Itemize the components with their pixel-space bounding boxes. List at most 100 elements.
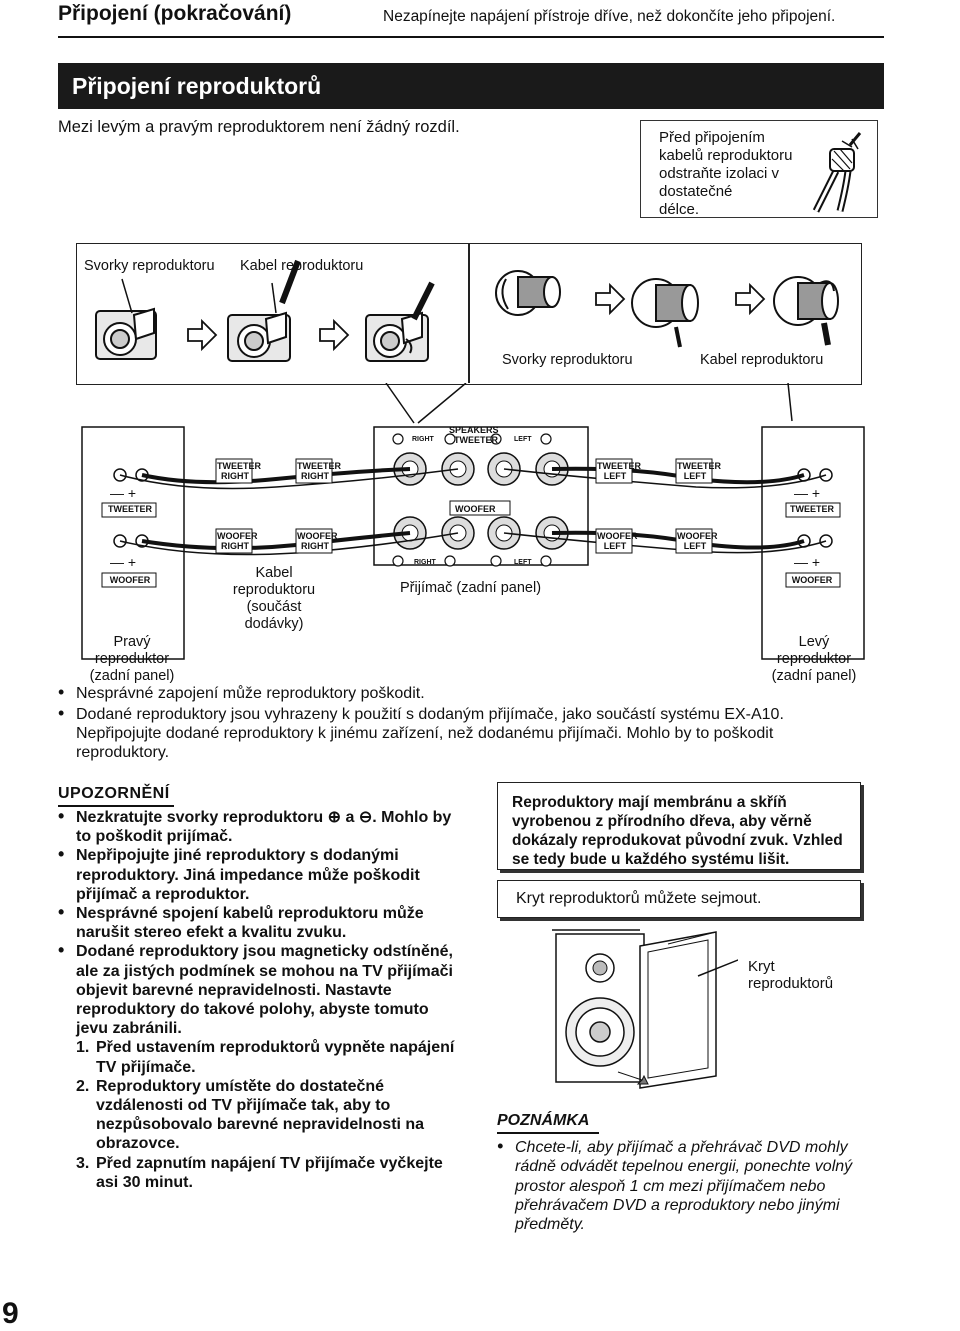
polarity-mark: — + [794, 554, 821, 570]
strip-note-line: odstraňte izolaci v [659, 165, 780, 182]
general-notes: Nesprávné zapojení může reproduktory poš… [58, 683, 858, 764]
list-item: Nesprávné zapojení může reproduktory poš… [58, 683, 858, 703]
label-line: Kabel [255, 565, 293, 581]
step-text: Před zapnutím napájení TV přijímače vyčk… [96, 1154, 443, 1191]
step-text: Reproduktory umístěte do dostatečné vzdá… [96, 1077, 425, 1153]
strip-note-line: Před připojením [659, 129, 765, 146]
label-line: reproduktor [776, 651, 852, 667]
wiring-diagram [81, 383, 865, 660]
tag-line: LEFT [683, 541, 707, 551]
tag-line: RIGHT [301, 541, 329, 551]
polarity-mark: — + [110, 485, 137, 501]
terminal-label: Svorky reproduktoru [84, 258, 215, 274]
header-note: Nezapínejte napájení přístroje dříve, ne… [383, 8, 836, 25]
list-item: Nesprávné spojení kabelů reproduktoru mů… [58, 903, 458, 942]
step-divider [468, 243, 470, 383]
caution-underline [58, 805, 174, 807]
step-number: 1. [76, 1039, 90, 1057]
tag-line: LEFT [683, 471, 707, 481]
tag-line: TWEETER [677, 461, 721, 471]
cable-label: Kabel reproduktoru [240, 258, 364, 274]
intro-text: Mezi levým a pravým reproduktorem není ž… [58, 118, 460, 136]
note-list: Chcete-li, aby přijímač a přehrávač DVD … [497, 1137, 867, 1234]
list-item: Nepřipojujte jiné reproduktory s dodaným… [58, 845, 458, 904]
grill-note: Kryt reproduktorů můžete sejmout. [516, 890, 762, 907]
speakers-label: SPEAKERS [449, 425, 499, 435]
tag-line: RIGHT [221, 471, 249, 481]
supplied-cable-label: Kabel reproduktoru (součást dodávky) [226, 565, 322, 633]
numbered-step: 1. Před ustavením reproduktorů vypněte na… [58, 1038, 458, 1076]
terminal-label-2: Svorky reproduktoru [502, 352, 633, 368]
left-speaker-label: Levý reproduktor (zadní panel) [758, 634, 870, 685]
list-item: Chcete-li, aby přijímač a přehrávač DVD … [497, 1137, 867, 1234]
grill-label: Kryt reproduktorů [748, 958, 833, 992]
step-text: Před ustavením reproduktorů vypněte napá… [96, 1039, 455, 1076]
label-line: dodávky) [244, 616, 304, 632]
spring-terminal-push-icon [227, 259, 301, 362]
grill-note-box: Kryt reproduktorů můžete sejmout. [497, 880, 861, 918]
arrow-icon [595, 282, 626, 316]
header-rule [58, 36, 884, 38]
stripped-wire-illustration [812, 132, 862, 213]
tag-line: WOOFER [297, 531, 338, 541]
arrow-icon [319, 318, 350, 352]
caution-list: Nezkratujte svorky reproduktoru ⊕ a ⊖. M… [58, 807, 458, 1192]
receiver-right-label: RIGHT [412, 436, 434, 443]
tag-line: TWEETER [217, 461, 261, 471]
page-title: Připojení (pokračování) [58, 2, 292, 25]
numbered-step: 2. Reproduktory umístěte do dostatečné vz… [58, 1077, 458, 1154]
receiver-panel [373, 426, 589, 566]
arrow-icon [187, 318, 218, 352]
label-line: reproduktoru [232, 582, 316, 598]
list-item: Dodané reproduktory jsou vyhrazeny k pou… [58, 704, 858, 762]
spring-terminal-release-icon [365, 281, 435, 362]
tag-line: LEFT [603, 471, 627, 481]
page-number: 9 [2, 1297, 19, 1330]
right-speaker-label: Pravý reproduktor (zadní panel) [76, 634, 188, 685]
label-line: (zadní panel) [89, 668, 175, 684]
receiver-right-label-bottom: RIGHT [414, 559, 436, 566]
note-heading: POZNÁMKA [497, 1112, 590, 1129]
strip-note-line: dostatečné [659, 183, 733, 200]
right-tweeter-label: TWEETER [108, 504, 152, 514]
step-illustrations [95, 259, 839, 362]
screw-terminal-tightened-icon [773, 276, 839, 346]
receiver-left-label-bottom: LEFT [514, 559, 532, 566]
cabinet-note-box: Reproduktory mají membránu a skříň vyrob… [497, 782, 861, 870]
screw-terminal-wire-icon [631, 278, 699, 348]
tag-line: WOOFER [677, 531, 718, 541]
right-woofer-label: WOOFER [109, 575, 151, 585]
strip-note-line: délce. [659, 201, 700, 218]
label-line: Kryt [748, 958, 775, 975]
step-number: 2. [76, 1077, 90, 1095]
numbered-step: 3. Před zapnutím napájení TV přijímače vy… [58, 1154, 458, 1192]
caution-heading: UPOZORNĚNÍ [58, 785, 170, 802]
polarity-mark: — + [794, 485, 821, 501]
tag-line: WOOFER [597, 531, 638, 541]
spring-terminal-icon [95, 278, 157, 360]
receiver-woofer-label: WOOFER [455, 504, 496, 514]
receiver-tweeter-label: TWEETER [454, 435, 498, 445]
tag-line: WOOFER [217, 531, 258, 541]
label-line: reproduktor [94, 651, 170, 667]
strip-note-line: kabelů reproduktoru [659, 147, 793, 164]
tag-line: RIGHT [301, 471, 329, 481]
label-line: Levý [798, 634, 830, 650]
left-woofer-label: WOOFER [791, 575, 833, 585]
cabinet-note: Reproduktory mají membránu a skříň vyrob… [512, 794, 843, 868]
label-line: Pravý [113, 634, 151, 650]
step-number: 3. [76, 1154, 90, 1172]
receiver-label: Přijímač (zadní panel) [400, 580, 542, 596]
tag-line: TWEETER [597, 461, 641, 471]
list-item: Dodané reproduktory jsou magneticky odst… [58, 941, 458, 1038]
receiver-left-label: LEFT [514, 436, 532, 443]
section-title: Připojení reproduktorů [72, 73, 322, 99]
note-underline [497, 1132, 599, 1134]
